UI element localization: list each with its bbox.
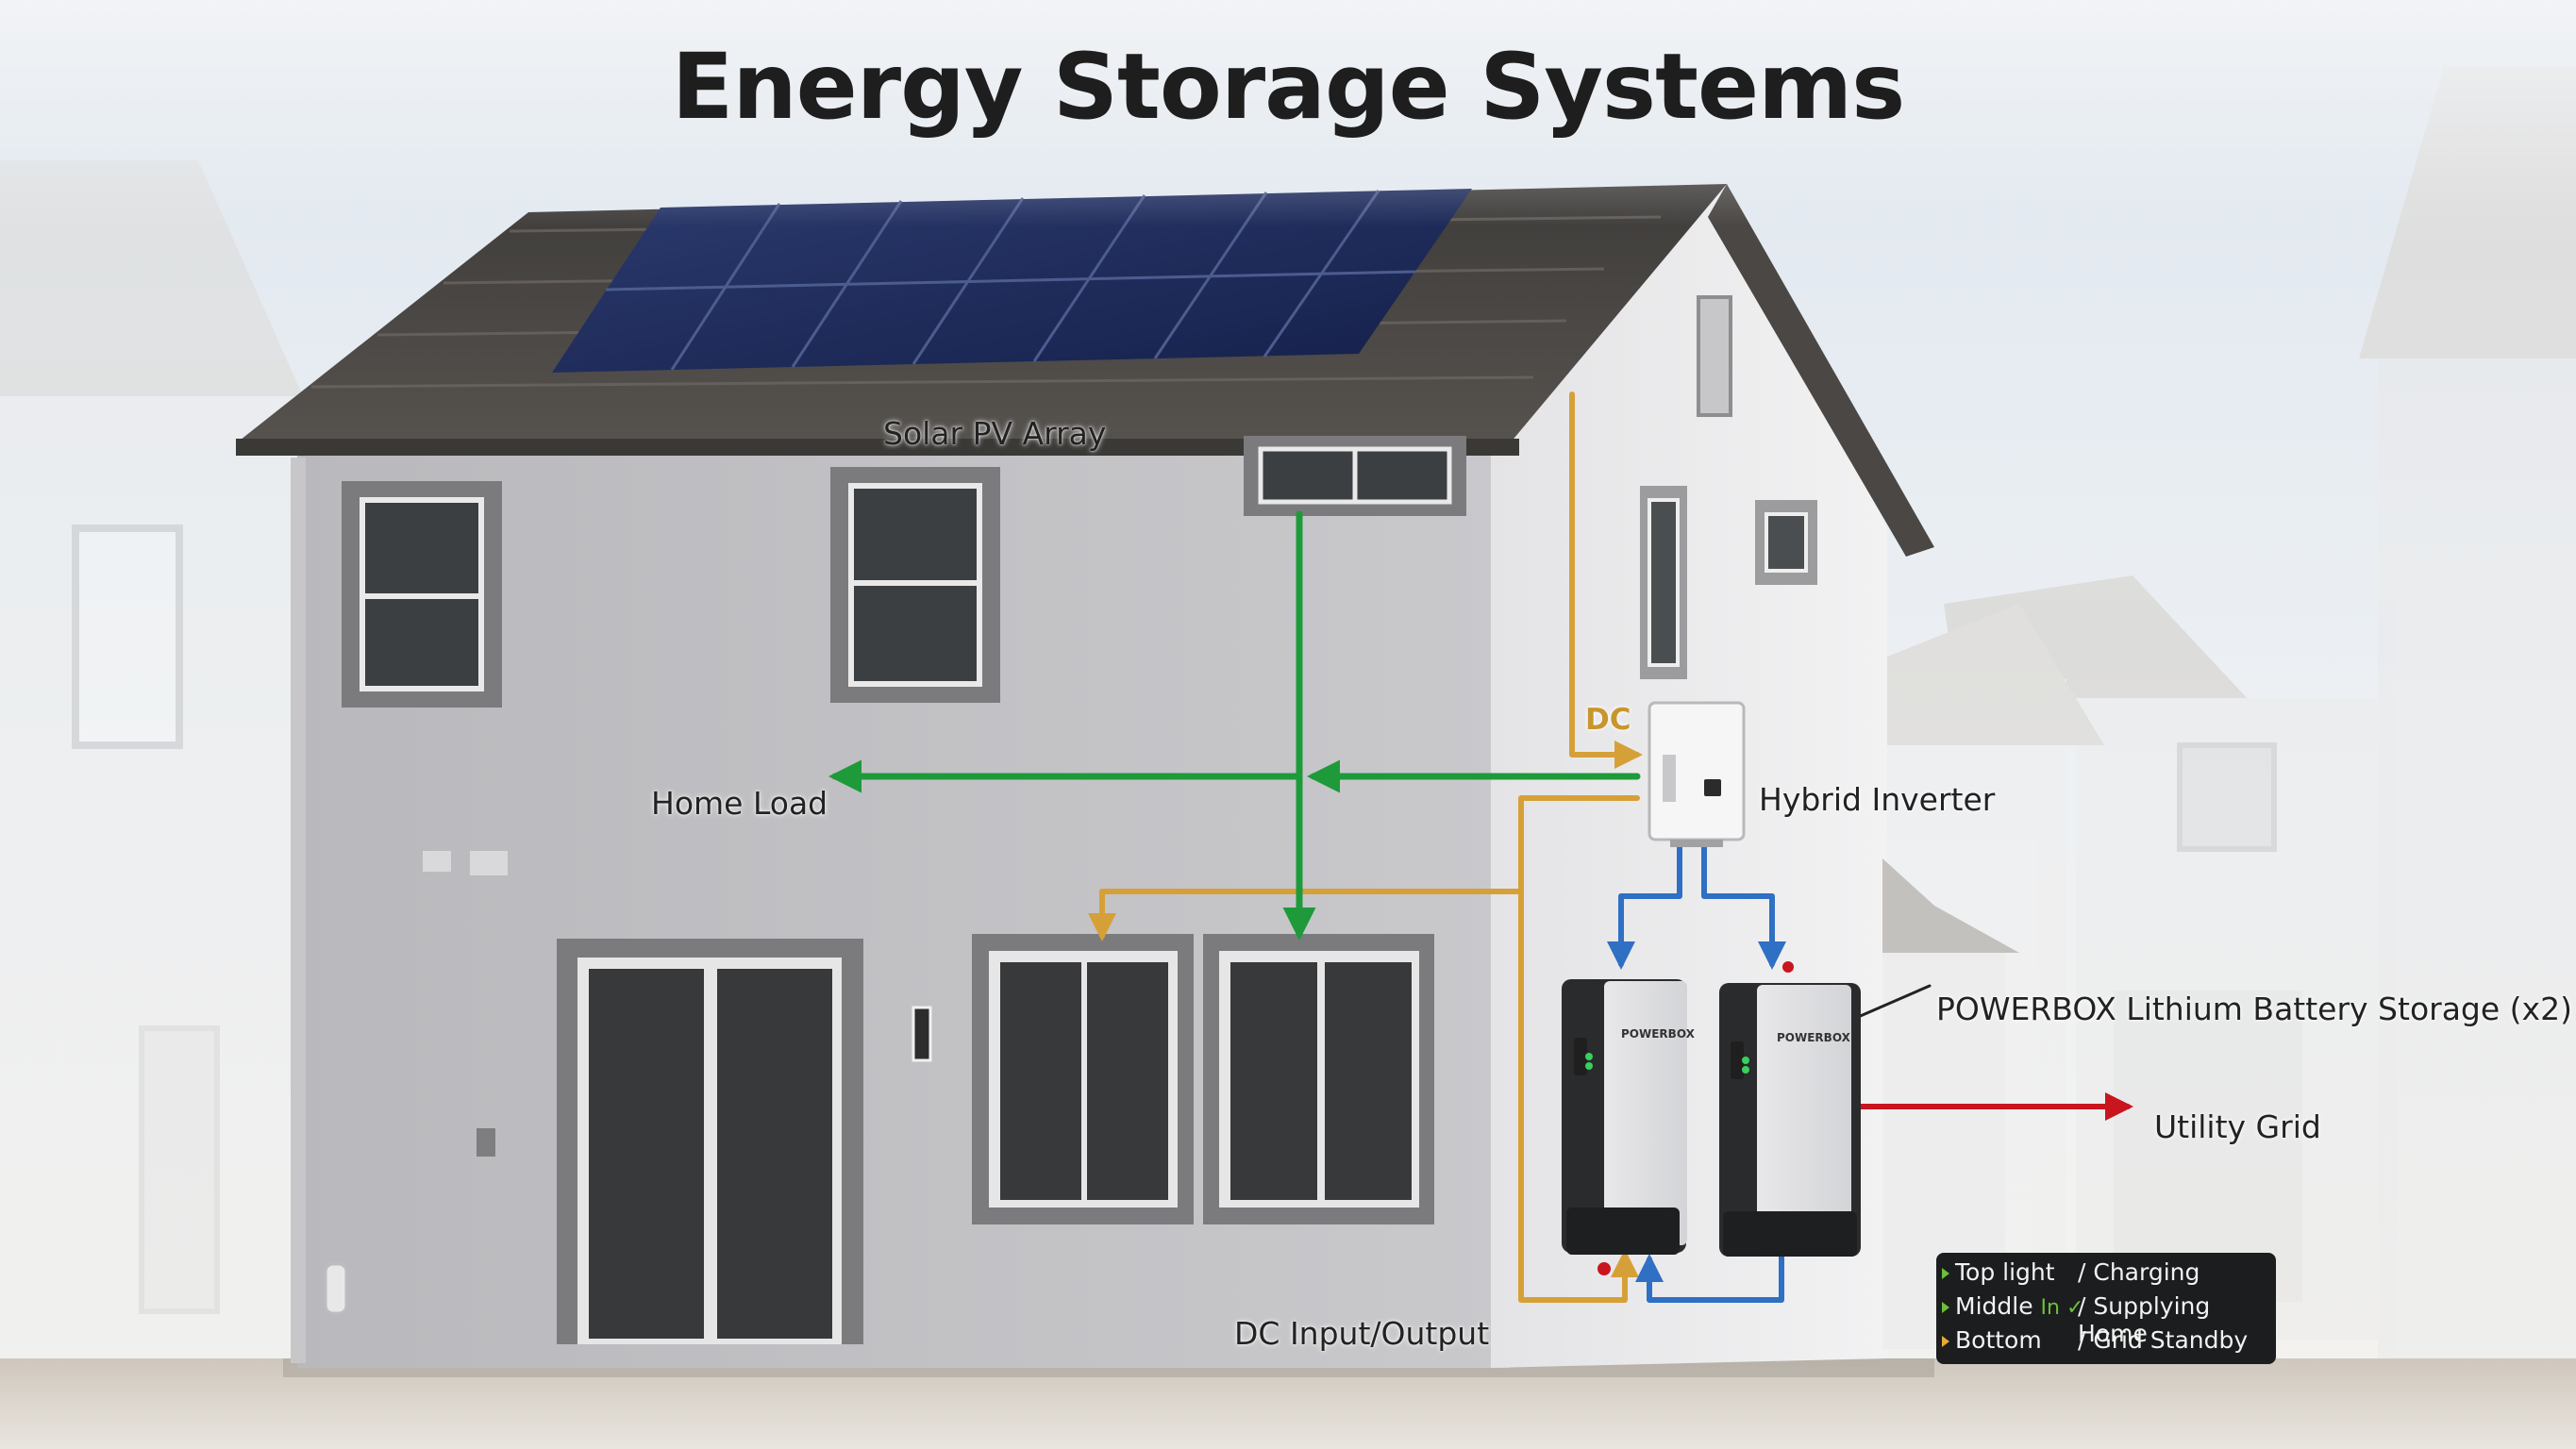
neighbor-houses-right bbox=[1878, 66, 2576, 1358]
dc-line-pv-to-inverter bbox=[1569, 391, 1643, 769]
legend-row-top: Top light / Charging bbox=[1936, 1258, 2276, 1291]
legend-marker-icon bbox=[1942, 1302, 1949, 1313]
label-dc: DC bbox=[1585, 703, 1631, 737]
hybrid-inverter bbox=[1648, 701, 1746, 847]
upper-windows bbox=[342, 295, 1817, 708]
label-utility-grid: Utility Grid bbox=[2154, 1108, 2321, 1145]
blue-line-to-battery-1 bbox=[1607, 837, 1682, 970]
legend-light: Middle bbox=[1955, 1292, 2033, 1320]
blue-line-to-battery-2 bbox=[1701, 837, 1786, 970]
label-dc-input-output: DC Input/Output bbox=[1234, 1315, 1490, 1352]
label-hybrid-inverter: Hybrid Inverter bbox=[1759, 781, 1996, 818]
legend-status: / Grid Standby bbox=[2078, 1326, 2249, 1354]
legend-light: Top light bbox=[1955, 1258, 2055, 1286]
label-solar-pv-array: Solar PV Array bbox=[883, 415, 1107, 452]
dc-line-battery-loop bbox=[1518, 795, 1640, 1303]
battery-leader-line bbox=[1848, 984, 1932, 1023]
page-title: Energy Storage Systems bbox=[671, 34, 1905, 140]
legend-marker-icon bbox=[1942, 1336, 1949, 1347]
label-battery-storage: POWERBOX Lithium Battery Storage (x2) bbox=[1936, 991, 2572, 1027]
legend-status: / Supplying Home bbox=[2078, 1292, 2211, 1347]
legend-row-middle: Middle In ✓ / Supplying Home bbox=[1936, 1292, 2276, 1347]
battery-unit-1 bbox=[1562, 979, 1687, 1275]
battery-brand-1: POWERBOX bbox=[1621, 1027, 1696, 1041]
battery-brand-2: POWERBOX bbox=[1777, 1031, 1851, 1044]
flow-lines bbox=[828, 391, 2133, 1303]
blue-line-battery-link bbox=[1635, 1242, 1784, 1303]
legend-row-bottom: Bottom / Grid Standby bbox=[1936, 1326, 2276, 1358]
legend-extra: In ✓ bbox=[2040, 1296, 2084, 1320]
battery-unit-2 bbox=[1719, 961, 1861, 1257]
neighbor-house-left bbox=[0, 160, 311, 1387]
lower-windows-door bbox=[324, 851, 1434, 1344]
legend-marker-icon bbox=[1942, 1268, 1949, 1279]
dc-line-to-window bbox=[1088, 889, 1522, 941]
led-legend: Top light / Charging Middle In ✓ / Suppl… bbox=[1936, 1253, 2276, 1364]
legend-status: / Charging bbox=[2078, 1258, 2200, 1286]
legend-light: Bottom bbox=[1955, 1326, 2042, 1354]
label-home-load: Home Load bbox=[651, 785, 828, 822]
